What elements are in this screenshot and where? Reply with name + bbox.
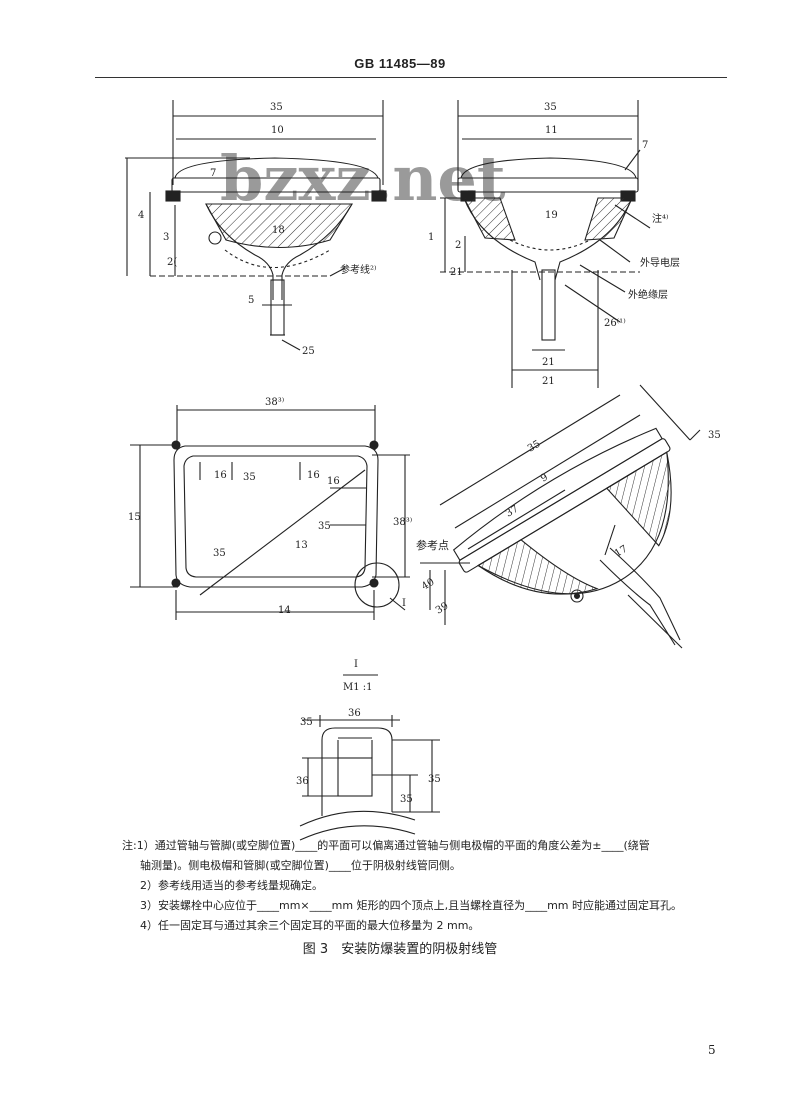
svg-text:35: 35 bbox=[318, 521, 331, 532]
svg-text:35: 35 bbox=[270, 102, 283, 113]
svg-text:21: 21 bbox=[542, 376, 555, 387]
top-right-labels: 35 11 7 19 1 2 21 21 21 26⁽¹⁾ 注⁴⁾ 外导电层 外… bbox=[428, 102, 680, 387]
svg-text:35: 35 bbox=[526, 439, 543, 455]
svg-text:3: 3 bbox=[163, 232, 169, 243]
svg-text:36: 36 bbox=[348, 708, 361, 719]
svg-text:7: 7 bbox=[210, 168, 216, 179]
svg-text:参考线²⁾: 参考线²⁾ bbox=[340, 263, 376, 276]
svg-text:35: 35 bbox=[400, 794, 413, 805]
svg-text:25: 25 bbox=[302, 346, 315, 357]
svg-text:16: 16 bbox=[327, 476, 340, 487]
svg-text:1: 1 bbox=[428, 232, 434, 243]
svg-text:2(: 2( bbox=[167, 257, 177, 268]
svg-text:17: 17 bbox=[613, 544, 630, 560]
notes-block: 注:1）通过管轴与管脚(或空脚位置)____的平面可以偏离通过管轴与侧电极帽的平… bbox=[122, 836, 742, 936]
front-view-labels: 38³⁾ 16 35 16 16 15 38³⁾ 35 13 35 14 I bbox=[128, 397, 412, 616]
svg-text:10: 10 bbox=[271, 125, 284, 136]
note-4: 4）任一固定耳与通过其余三个固定耳的平面的最大位移量为 2 mm。 bbox=[140, 919, 480, 932]
svg-text:40: 40 bbox=[420, 577, 437, 593]
note-2: 2）参考线用适当的参考线量规确定。 bbox=[140, 879, 323, 892]
note-3: 3）安装螺栓中心应位于____mm×____mm 矩形的四个顶点上,且当螺栓直径… bbox=[140, 899, 682, 912]
svg-text:注⁴⁾: 注⁴⁾ bbox=[652, 212, 668, 225]
side-view bbox=[420, 384, 701, 649]
svg-text:19: 19 bbox=[545, 210, 558, 221]
svg-text:16: 16 bbox=[214, 470, 227, 481]
side-view-labels: 35 35 9 37 17 40 39 参考点 bbox=[416, 430, 721, 617]
svg-text:38³⁾: 38³⁾ bbox=[265, 397, 284, 408]
top-left-labels: 35 10 7 4 3 2( 18 5 25 参考线²⁾ bbox=[138, 102, 376, 357]
svg-text:18: 18 bbox=[272, 225, 285, 236]
header-rule bbox=[95, 77, 727, 78]
svg-text:39: 39 bbox=[434, 601, 451, 617]
svg-text:9: 9 bbox=[539, 472, 550, 485]
svg-text:35: 35 bbox=[243, 472, 256, 483]
detail-view-labels: I M1 :1 35 36 36 35 35 bbox=[296, 659, 441, 805]
top-right-view bbox=[440, 100, 651, 388]
note-1: 注:1）通过管轴与管脚(或空脚位置)____的平面可以偏离通过管轴与侧电极帽的平… bbox=[122, 839, 650, 852]
svg-text:5: 5 bbox=[248, 295, 254, 306]
svg-text:外绝缘层: 外绝缘层 bbox=[628, 288, 668, 301]
svg-text:35: 35 bbox=[300, 717, 313, 728]
figure-caption: 图 3 安装防爆装置的阴极射线管 bbox=[302, 942, 498, 957]
svg-text:M1 :1: M1 :1 bbox=[343, 682, 373, 693]
standard-number: GB 11485—89 bbox=[354, 56, 446, 71]
svg-text:26⁽¹⁾: 26⁽¹⁾ bbox=[604, 318, 626, 329]
note-1-cont: 轴测量)。侧电极帽和管脚(或空脚位置)____位于阴极射线管同侧。 bbox=[140, 859, 461, 872]
svg-text:35: 35 bbox=[708, 430, 721, 441]
svg-text:15: 15 bbox=[128, 512, 141, 523]
svg-text:38³⁾: 38³⁾ bbox=[393, 517, 412, 528]
svg-text:2: 2 bbox=[455, 240, 461, 251]
page-number: 5 bbox=[708, 1043, 716, 1057]
svg-text:参考点: 参考点 bbox=[416, 538, 449, 552]
svg-text:4: 4 bbox=[138, 210, 144, 221]
top-left-view bbox=[125, 100, 387, 351]
svg-text:I: I bbox=[402, 598, 406, 609]
svg-text:13: 13 bbox=[295, 540, 308, 551]
svg-text:35: 35 bbox=[428, 774, 441, 785]
svg-text:16: 16 bbox=[307, 470, 320, 481]
svg-text:I: I bbox=[354, 659, 358, 670]
svg-text:7: 7 bbox=[642, 140, 648, 151]
svg-text:21: 21 bbox=[542, 357, 555, 368]
svg-text:11: 11 bbox=[545, 125, 558, 136]
svg-text:14: 14 bbox=[278, 605, 291, 616]
svg-text:35: 35 bbox=[213, 548, 226, 559]
svg-text:36: 36 bbox=[296, 776, 309, 787]
svg-text:外导电层: 外导电层 bbox=[640, 256, 680, 269]
detail-view bbox=[299, 674, 440, 841]
svg-text:35: 35 bbox=[544, 102, 557, 113]
svg-text:21: 21 bbox=[450, 267, 463, 278]
front-view bbox=[130, 405, 410, 620]
svg-text:37: 37 bbox=[504, 504, 521, 520]
